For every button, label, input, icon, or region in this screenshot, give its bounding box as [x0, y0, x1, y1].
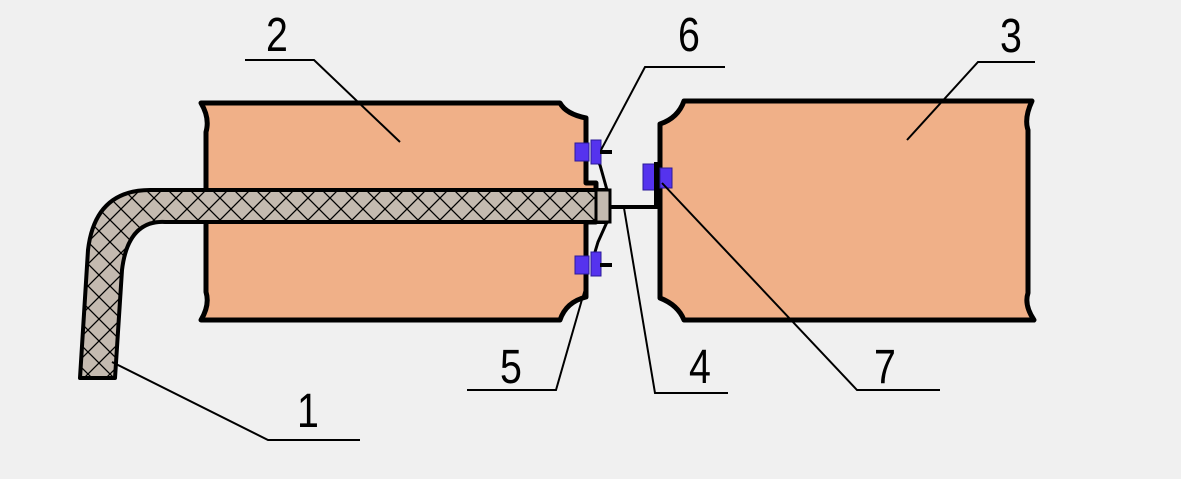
upper-connector [574, 139, 612, 165]
callout-5: 5 [500, 341, 522, 394]
leader-label-4 [623, 207, 728, 394]
right-block [657, 98, 1037, 323]
lower-connector [574, 251, 612, 277]
callout-1: 1 [297, 385, 319, 438]
leader-label-3 [906, 61, 1035, 141]
callout-2: 2 [266, 9, 288, 62]
leader-label-2 [245, 59, 401, 143]
leader-lines [111, 59, 1035, 441]
callout-6: 6 [678, 9, 700, 62]
cable-end-cap [594, 188, 612, 224]
leader-label-6 [600, 66, 725, 151]
cable-braid-hatching [80, 190, 607, 378]
callout-3: 3 [1000, 10, 1022, 63]
leader-label-1 [111, 361, 360, 441]
right-connector [642, 162, 673, 192]
callout-4: 4 [689, 341, 711, 394]
leader-label-7 [661, 182, 940, 391]
leader-label-5 [467, 281, 588, 391]
callout-7: 7 [874, 341, 896, 394]
